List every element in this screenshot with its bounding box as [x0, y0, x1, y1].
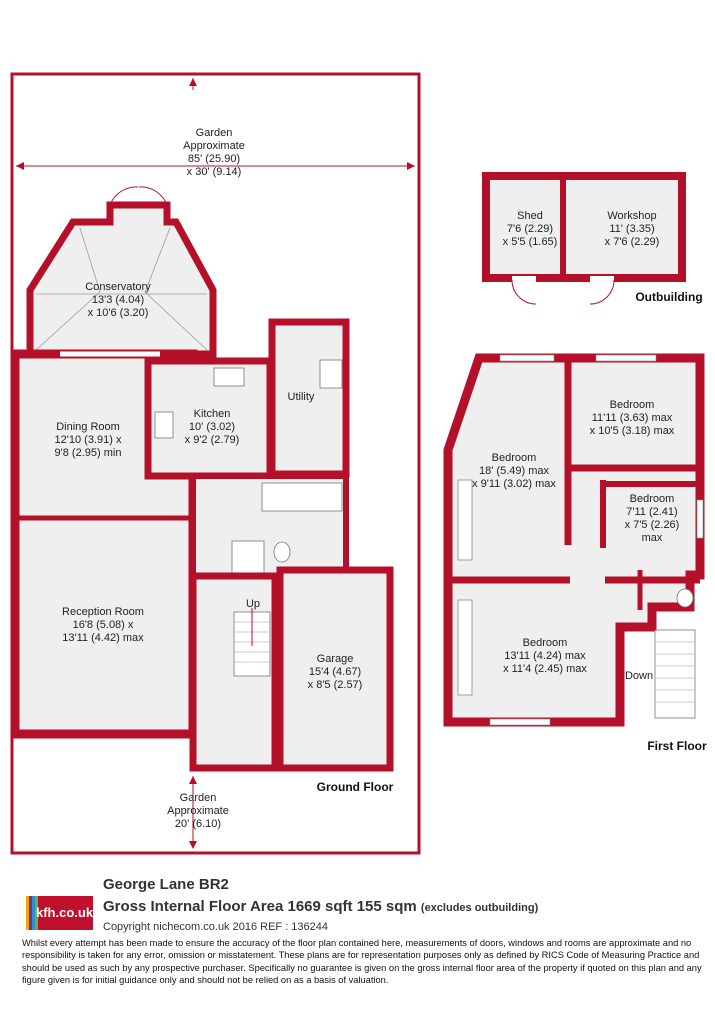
workshop-dim2: x 7'6 (2.29) — [605, 236, 660, 248]
reception-name: Reception Room — [62, 606, 144, 618]
window — [489, 718, 551, 726]
arrow-head-left — [16, 162, 24, 170]
kitchen-dim1: 10' (3.02) — [189, 421, 235, 433]
utility-sink-icon — [319, 359, 343, 389]
gross-internal-area: Gross Internal Floor Area 1669 sqft 155 … — [103, 898, 538, 915]
bed-small-dim2: x 7'5 (2.26) — [625, 519, 680, 531]
stairs-down — [654, 629, 696, 719]
toilet-icon — [676, 588, 694, 608]
kitchen-name: Kitchen — [194, 408, 231, 420]
logo-stripe — [26, 896, 29, 930]
first-floor — [443, 353, 705, 727]
copyright: Copyright nichecom.co.uk 2016 REF : 1362… — [103, 921, 329, 933]
kitchen-dim2: x 9'2 (2.79) — [185, 434, 240, 446]
door-swing — [109, 186, 139, 206]
reception-dim1: 16'8 (5.08) x — [73, 619, 134, 631]
roof-line — [79, 227, 101, 293]
property-address: George Lane BR2 — [103, 876, 229, 893]
conservatory-name: Conservatory — [85, 281, 151, 293]
bed-bottom-dim1: 13'11 (4.24) max — [504, 650, 586, 662]
logo-stripe — [32, 896, 35, 930]
dining-dim1: 12'10 (3.91) x — [55, 434, 122, 446]
dining-name: Dining Room — [56, 421, 120, 433]
shed-dim2: x 5'5 (1.65) — [503, 236, 558, 248]
arrow-head-front-top — [189, 776, 197, 784]
kfh-logo: kfh.co.uk — [26, 896, 93, 930]
roof-line — [35, 291, 101, 351]
bed-tr-dim1: 11'11 (3.63) max — [592, 412, 673, 424]
stairs-down-label: Down — [625, 670, 653, 682]
ground-floor-title: Ground Floor — [317, 780, 394, 794]
garage-dim2: x 8'5 (2.57) — [308, 679, 363, 691]
workshop-dim1: 11' (3.35) — [609, 223, 654, 235]
garden-front-line2: 20' (6.10) — [175, 818, 221, 830]
disclaimer: Whilst every attempt has been made to en… — [22, 938, 702, 985]
door-swing — [511, 279, 537, 305]
toilet-icon — [273, 541, 291, 563]
bed-tr-dim2: x 10'5 (3.18) max — [590, 425, 675, 437]
bed-tr-name: Bedroom — [610, 399, 655, 411]
arrow-head-right — [407, 162, 415, 170]
sink-icon — [213, 367, 245, 387]
workshop-door-gap — [590, 276, 614, 282]
gia-main: Gross Internal Floor Area 1669 sqft 155 … — [103, 898, 417, 915]
roof-line — [144, 291, 208, 351]
logo-stripe — [35, 896, 38, 930]
garden-rear-line1: Approximate — [183, 140, 245, 152]
wardrobe — [457, 479, 473, 561]
window — [499, 354, 555, 362]
stairs-up-label: Up — [246, 598, 260, 610]
garage-name: Garage — [317, 653, 354, 665]
door-swing — [589, 279, 615, 305]
outbuilding-title: Outbuilding — [635, 290, 702, 304]
conservatory-dim1: 13'3 (4.04) — [92, 294, 144, 306]
workshop-name: Workshop — [607, 210, 656, 222]
first-floor-title: First Floor — [647, 739, 707, 753]
conservatory-room — [26, 201, 217, 358]
logo-stripe — [29, 896, 32, 930]
window — [595, 354, 657, 362]
shed-dim1: 7'6 (2.29) — [507, 223, 553, 235]
hob-icon — [154, 411, 174, 439]
arrow-head-top — [189, 78, 197, 86]
logo-text: kfh.co.uk — [36, 905, 94, 920]
gia-note: (excludes outbuilding) — [420, 902, 539, 914]
bed-main-dim2: x 9'11 (3.02) max — [472, 478, 556, 490]
ground-floor — [10, 186, 394, 772]
reception-dim2: 13'11 (4.42) max — [62, 632, 144, 644]
bed-small-name: Bedroom — [630, 493, 675, 505]
garage-dim1: 15'4 (4.67) — [309, 666, 361, 678]
utility-room — [268, 318, 350, 478]
door-swing — [138, 186, 168, 206]
labels: Garden Approximate 85' (25.90) x 30' (9.… — [55, 127, 707, 830]
shed-door-gap — [512, 276, 536, 282]
bath-icon — [261, 482, 343, 512]
dining-dim2: 9'8 (2.95) min — [55, 447, 122, 459]
garden-rear-line2: 85' (25.90) — [188, 153, 240, 165]
conservatory-dim2: x 10'6 (3.20) — [88, 307, 149, 319]
bed-bottom-dim2: x 11'4 (2.45) max — [503, 663, 587, 675]
roof-line — [144, 227, 171, 293]
utility-name: Utility — [288, 391, 315, 403]
shower-icon — [231, 540, 265, 574]
outbuilding-block — [482, 172, 686, 282]
bed-bottom-name: Bedroom — [523, 637, 568, 649]
garden-rear-name: Garden — [196, 127, 233, 139]
arrow-head-front-bottom — [189, 841, 197, 849]
first-floor-outline — [443, 353, 705, 727]
shed-name: Shed — [517, 210, 543, 222]
bed-small-dim3: max — [642, 532, 663, 544]
outbuilding — [482, 172, 686, 305]
window — [696, 499, 704, 539]
garden-rear-line3: x 30' (9.14) — [187, 166, 242, 178]
bed-main-dim1: 18' (5.49) max — [479, 465, 549, 477]
wardrobe — [457, 599, 473, 696]
garden-front-name: Garden — [180, 792, 217, 804]
garage-room — [276, 566, 394, 772]
bed-main-name: Bedroom — [492, 452, 537, 464]
garden-front-line1: Approximate — [167, 805, 229, 817]
bed-small-dim1: 7'11 (2.41) — [626, 506, 677, 518]
